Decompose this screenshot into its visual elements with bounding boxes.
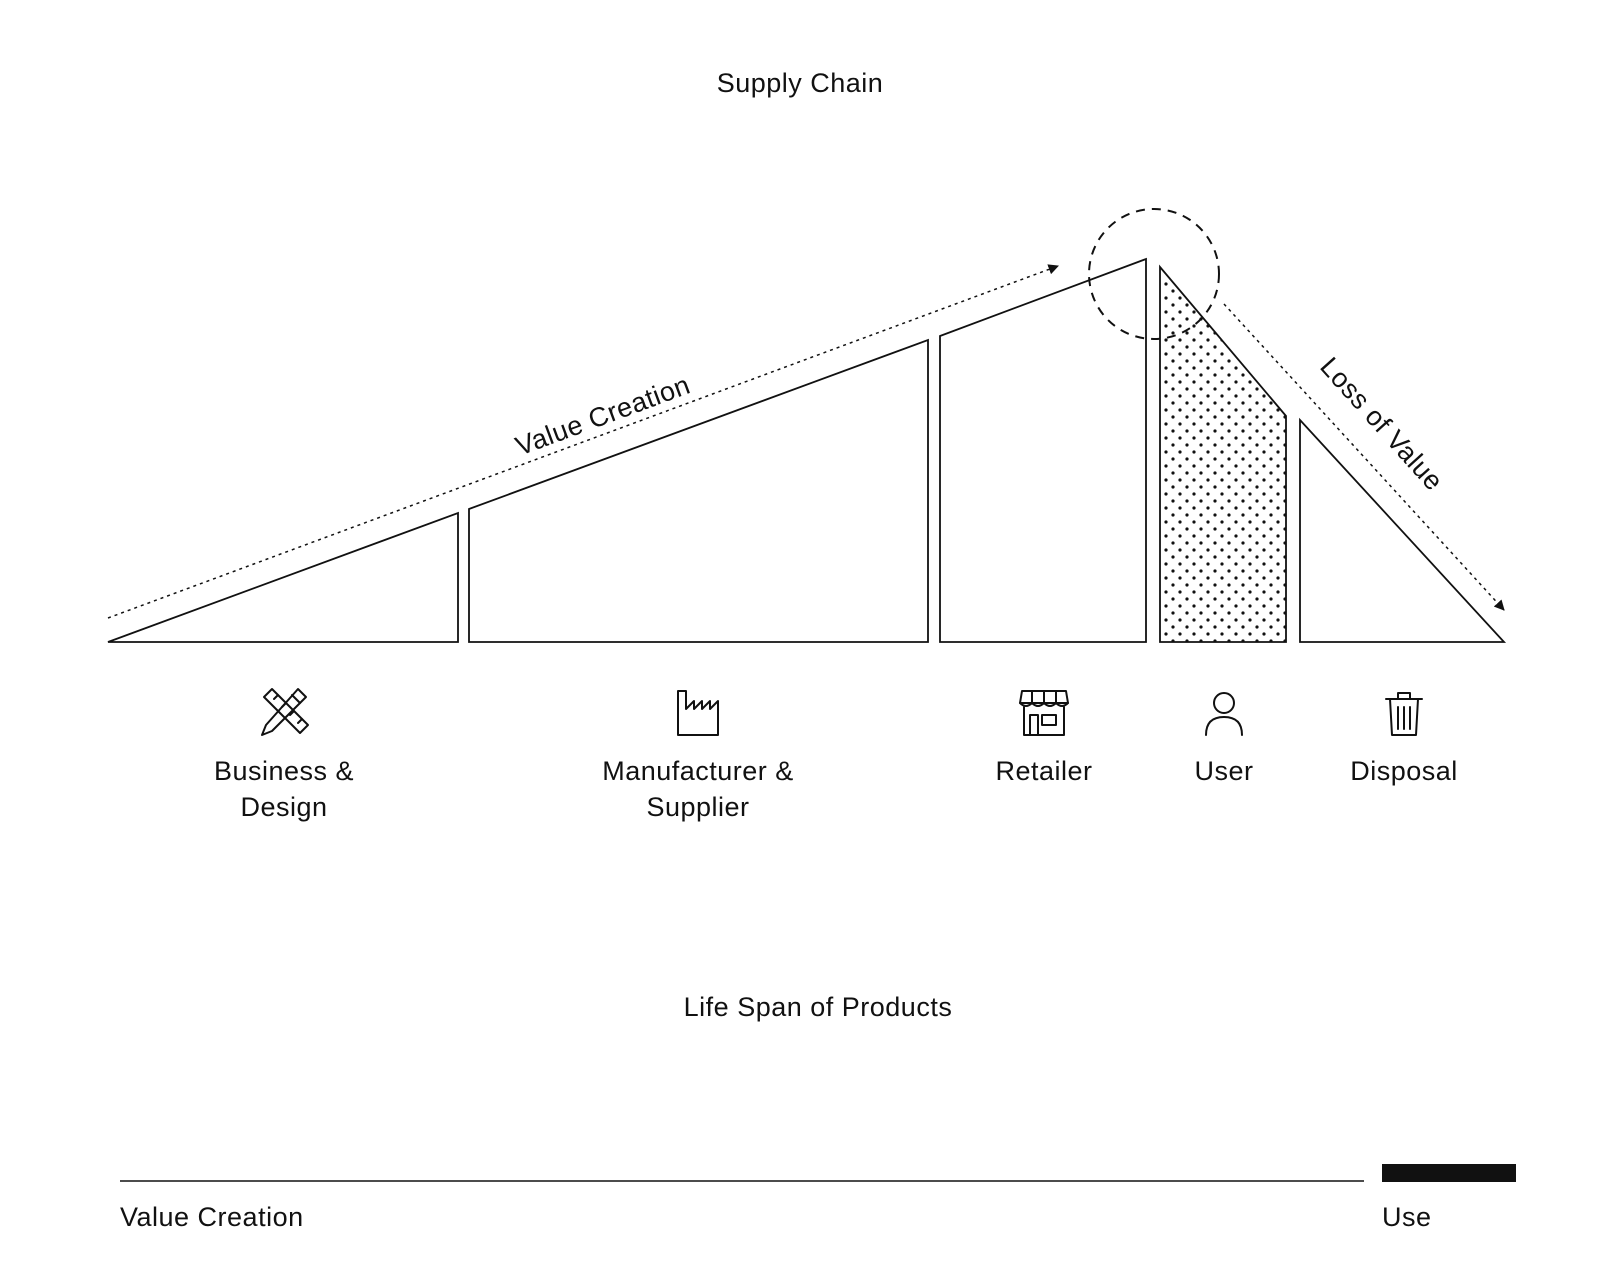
manufacturer-supplier-segment <box>468 338 929 643</box>
loss-of-value-arrow <box>1223 303 1505 611</box>
store-icon <box>1019 690 1069 736</box>
stage-label-manufacturer-supplier-line2: Supplier <box>646 792 749 822</box>
stage-label-manufacturer-supplier-line1: Manufacturer & <box>602 756 794 786</box>
factory-icon <box>677 690 719 736</box>
life-span-title: Life Span of Products <box>684 992 953 1022</box>
use-timeline-bar <box>1382 1164 1516 1182</box>
stage-label-business-design-line1: Business & <box>214 756 354 786</box>
stage-label-user: User <box>1194 756 1253 786</box>
stage-label-business-design-line2: Design <box>240 792 327 822</box>
timeline-label-use: Use <box>1382 1202 1432 1232</box>
ruler-pencil-icon <box>261 688 309 736</box>
stage-label-retailer: Retailer <box>995 756 1092 786</box>
supply-chain-title: Supply Chain <box>717 68 884 98</box>
timeline-label-value-creation: Value Creation <box>120 1202 304 1232</box>
retailer-segment <box>939 257 1147 643</box>
value-creation-arrow <box>107 264 1059 619</box>
user-segment <box>1159 264 1287 643</box>
person-icon <box>1205 692 1243 736</box>
disposal-segment <box>1299 417 1507 643</box>
business-design-segment <box>107 511 459 643</box>
peak-highlight-circle <box>1088 208 1220 340</box>
trash-icon <box>1385 692 1423 736</box>
stage-label-disposal: Disposal <box>1350 756 1458 786</box>
